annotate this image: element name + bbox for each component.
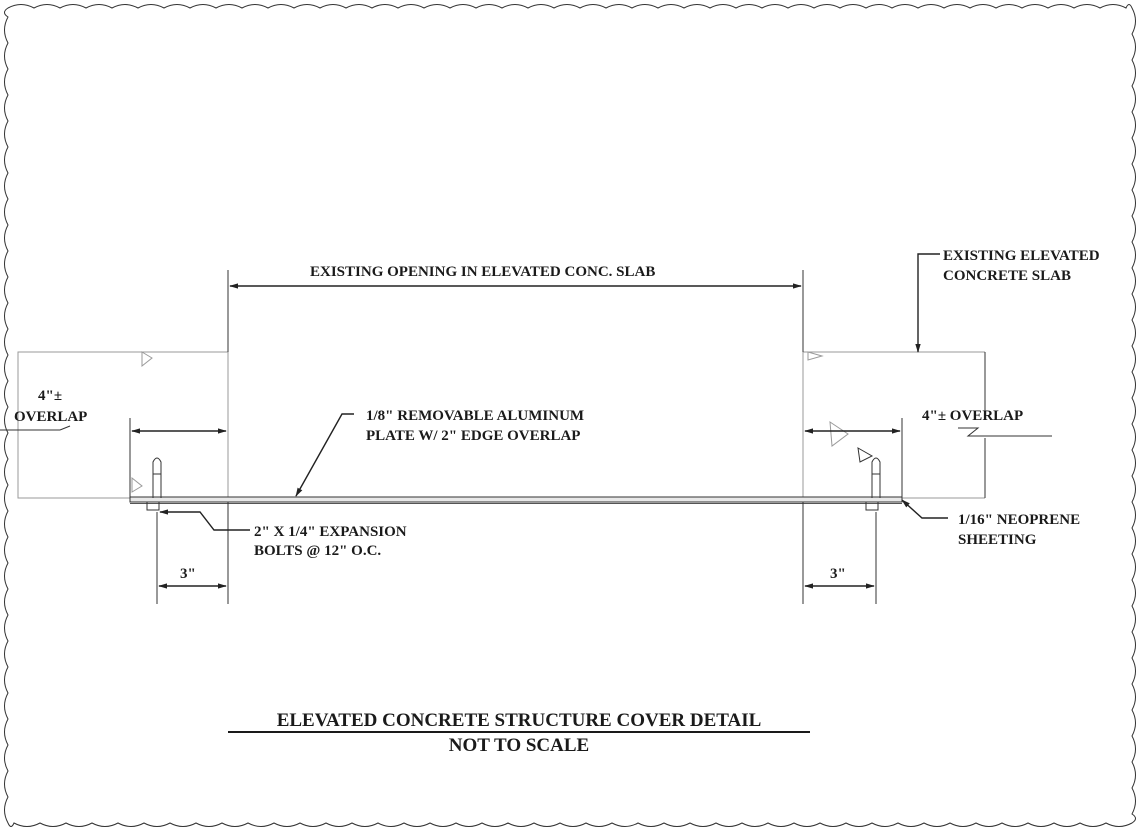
detail-title: ELEVATED CONCRETE STRUCTURE COVER DETAIL [277,710,762,731]
bolts-label-line1: 2" X 1/4" EXPANSION [254,524,407,540]
overlap-left-line2: OVERLAP [14,409,87,425]
bolt-edge-dimension-left [156,502,229,604]
overlap-dimension-right [804,418,1052,498]
bolt-tag-triangle-icon [857,447,874,463]
neoprene-label-line1: 1/16" NEOPRENE [958,512,1080,528]
neoprene-label-line2: SHEETING [958,532,1037,548]
bolts-leader [159,509,250,531]
overlap-left-line1: 4"± [38,388,62,404]
expansion-bolt-right [865,457,881,511]
overlap-right-label: 4"± OVERLAP [922,408,1023,424]
expansion-bolt-left [146,457,162,511]
left-concrete-slab [17,351,229,499]
bolt-edge-dimension-right [802,502,877,604]
plate-leader [295,413,354,497]
neoprene-leader [901,499,948,519]
slab-leader [915,253,940,353]
bolts-label-line2: BOLTS @ 12" O.C. [254,543,381,559]
dim-left-label: 3" [180,566,196,582]
revision-cloud-border [4,4,1136,827]
slab-label-line2: CONCRETE SLAB [943,268,1071,284]
slab-label-line1: EXISTING ELEVATED [943,248,1100,264]
right-concrete-slab [802,351,986,499]
detail-subtitle: NOT TO SCALE [449,735,589,756]
opening-label: EXISTING OPENING IN ELEVATED CONC. SLAB [310,264,655,280]
plate-label-line2: PLATE W/ 2" EDGE OVERLAP [366,428,580,444]
dim-right-label: 3" [830,566,846,582]
aluminum-plate [129,496,903,504]
opening-dimension [227,270,804,352]
overlap-dimension-left [0,418,227,498]
plate-label-line1: 1/8" REMOVABLE ALUMINUM [366,408,584,424]
